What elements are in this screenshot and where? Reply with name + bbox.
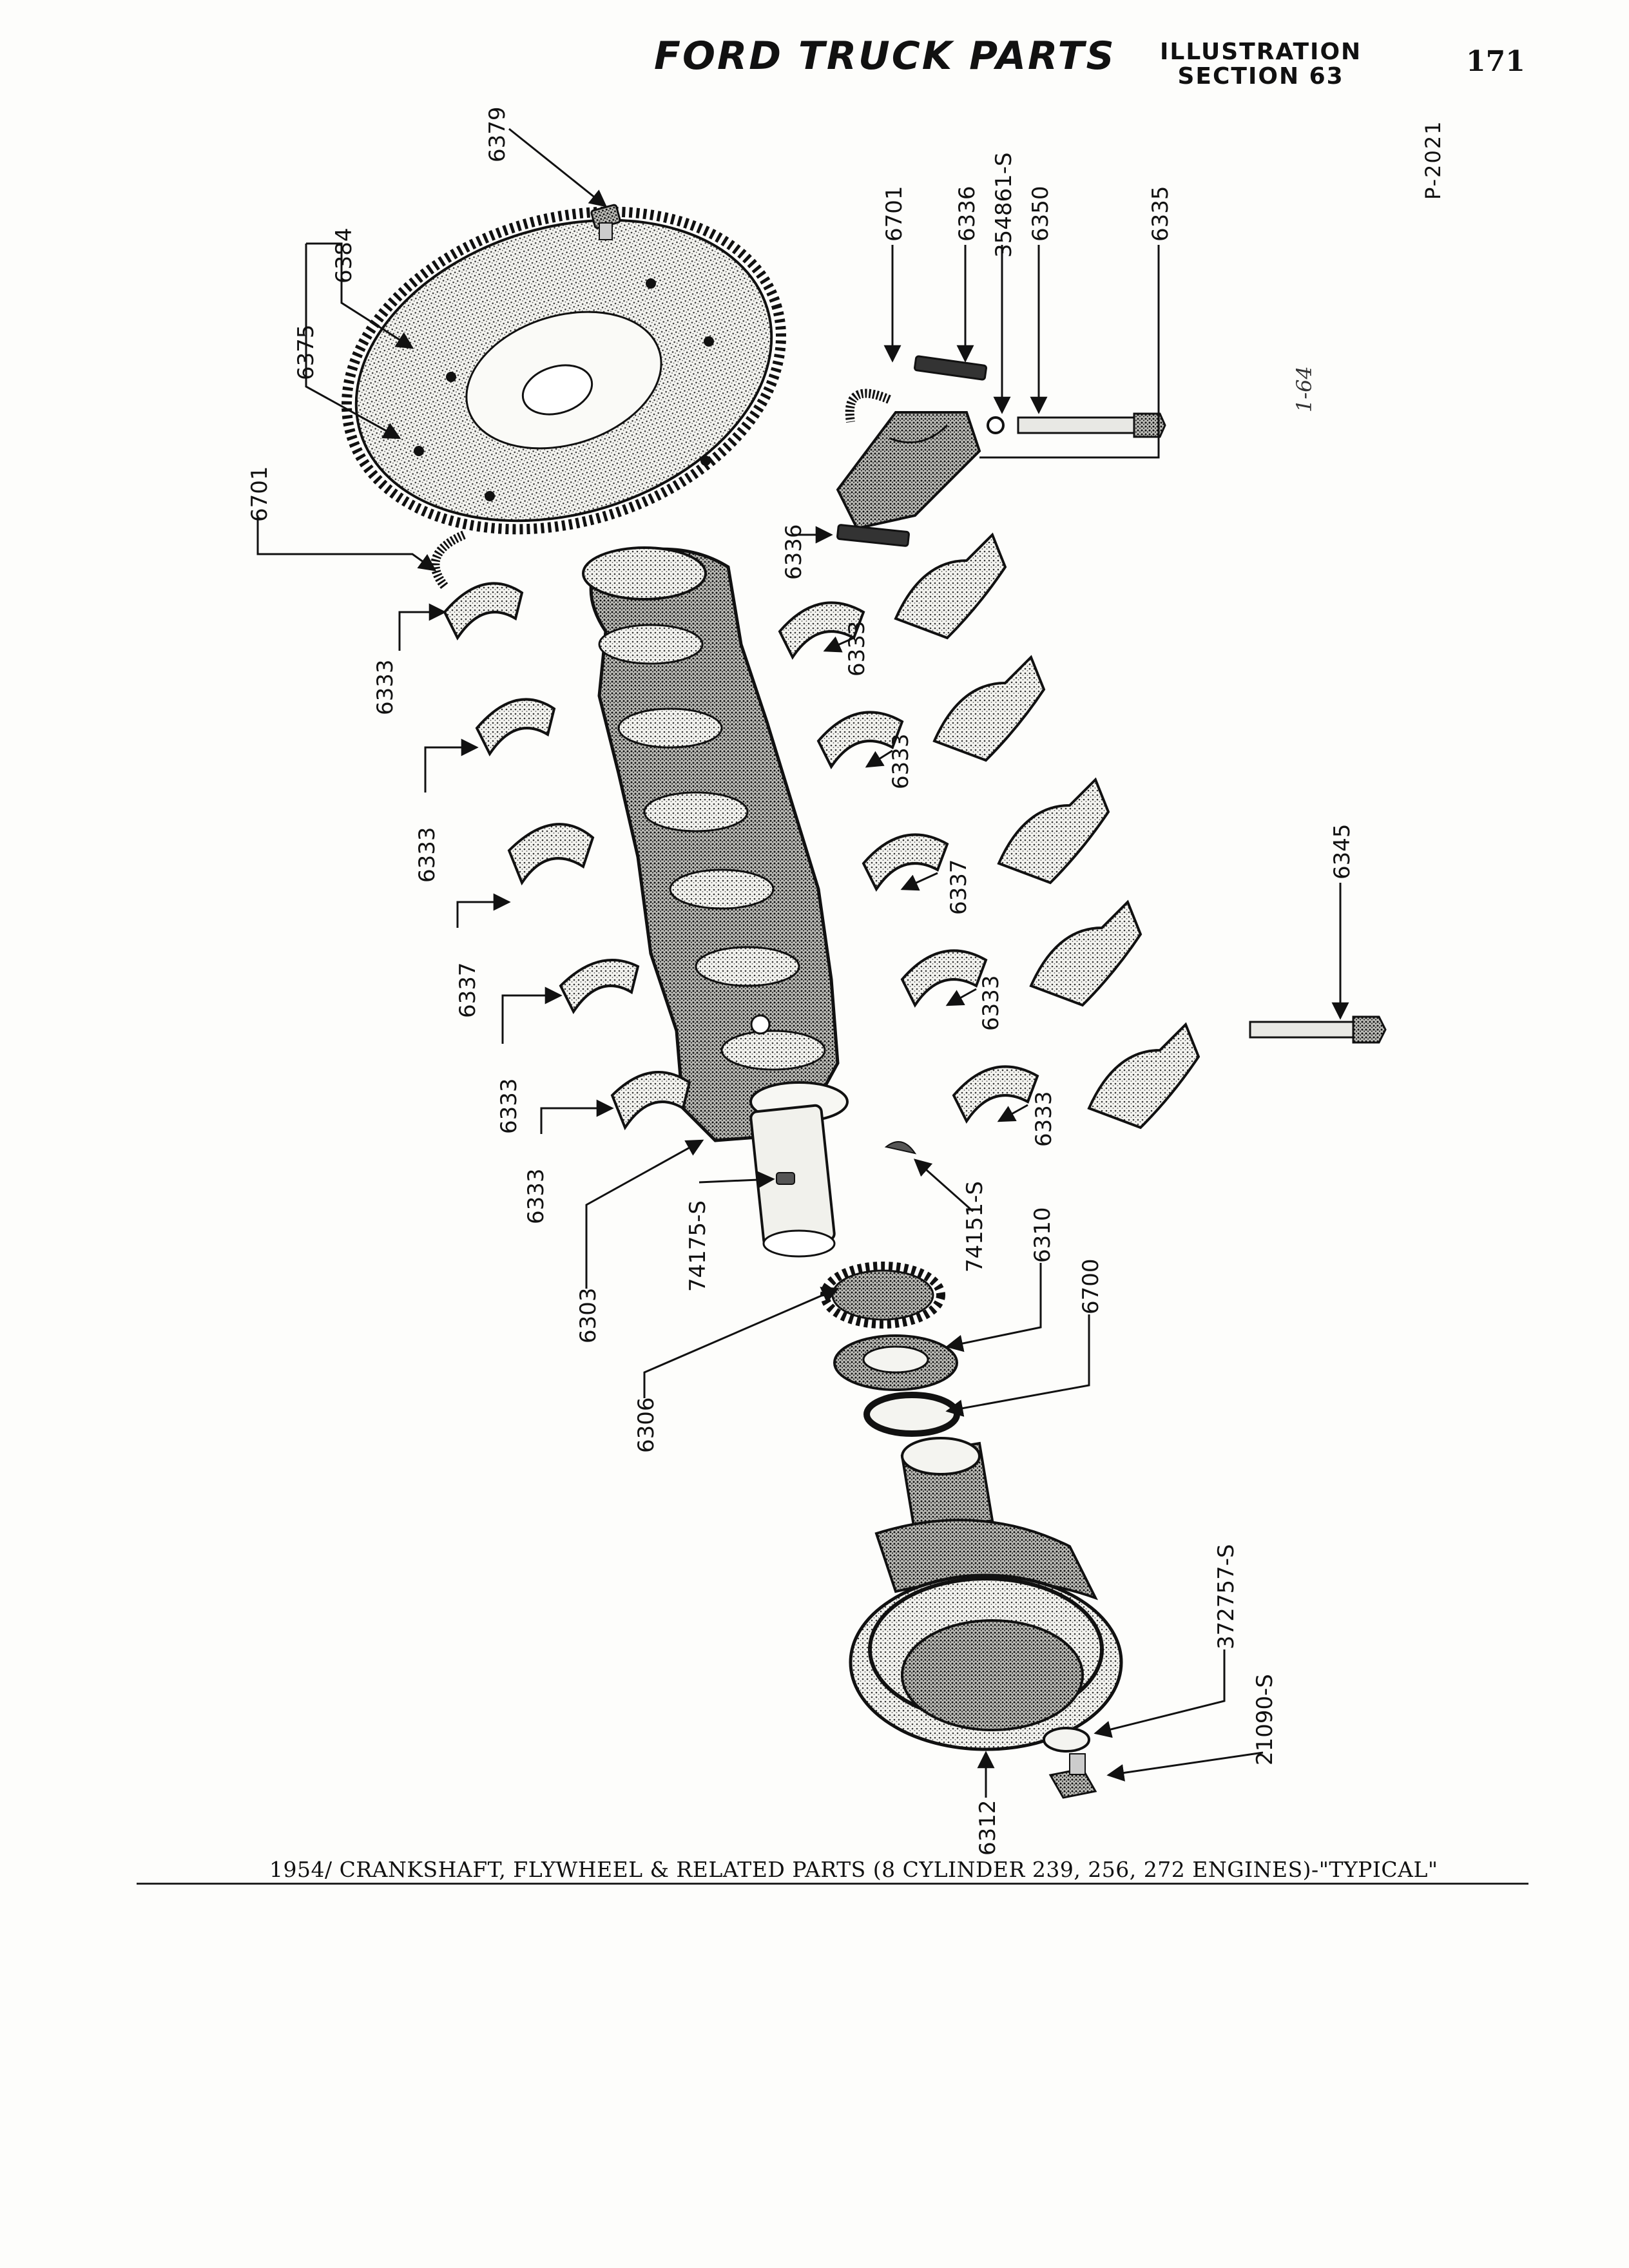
woodruff-key-icon: [776, 1172, 795, 1185]
bearing-shell-left-group-icon: [443, 582, 691, 1131]
callout-6701-upper: 6701: [882, 186, 907, 242]
callout-6345: 6345: [1329, 823, 1355, 879]
callout-6335: 6335: [1148, 186, 1173, 242]
callout-6384: 6384: [331, 227, 357, 284]
flywheel-icon: [341, 206, 787, 535]
callout-6336-upper: 6336: [954, 186, 980, 242]
crankshaft-icon: [582, 546, 849, 1258]
callout-6333-left-1: 6333: [372, 659, 398, 715]
callout-74151-s: 74151-S: [962, 1180, 988, 1273]
callout-6337-left: 6337: [455, 962, 481, 1018]
illustration-label: ILLUSTRATION: [1160, 39, 1362, 65]
callout-6337-right: 6337: [946, 859, 972, 915]
callout-6333-left-3: 6333: [496, 1078, 522, 1134]
flywheel-bolt-icon: [590, 204, 621, 240]
page-number: 171: [1466, 45, 1525, 78]
callout-372757-s: 372757-S: [1213, 1544, 1239, 1649]
rear-oil-seal-upper-icon: [845, 389, 891, 423]
callout-6333-right-1: 6333: [844, 620, 870, 677]
timing-gear-icon: [820, 1262, 945, 1329]
crankshaft-damper-icon: [849, 1437, 1123, 1751]
callout-6700: 6700: [1078, 1258, 1104, 1314]
callout-6350: 6350: [1028, 186, 1054, 242]
callout-6333-right-3: 6333: [978, 975, 1004, 1031]
damper-washer-icon: [1043, 1727, 1090, 1753]
callout-6303: 6303: [575, 1287, 601, 1343]
callout-6333-right-4: 6333: [1031, 1091, 1057, 1147]
leader-lines: [256, 128, 1349, 1798]
figure-caption: 1954/ CRANKSHAFT, FLYWHEEL & RELATED PAR…: [269, 1857, 1438, 1882]
callout-6375: 6375: [293, 324, 319, 380]
illustration-section-label: ILLUSTRATION SECTION 63: [1160, 40, 1362, 89]
catalog-title: FORD TRUCK PARTS: [654, 34, 1116, 79]
callout-6333-left-4: 6333: [523, 1168, 549, 1224]
callout-6306: 6306: [633, 1397, 659, 1453]
callout-354861-s: 354861-S: [991, 152, 1017, 258]
callout-6701-rear-seal: 6701: [247, 466, 273, 522]
callout-6336-lower: 6336: [781, 524, 807, 580]
callout-6333-right-2: 6333: [888, 733, 914, 789]
callout-6310: 6310: [1030, 1207, 1055, 1263]
callout-74175-s: 74175-S: [685, 1200, 711, 1292]
rear-main-bearing-cap-icon: [836, 355, 1166, 547]
callout-6333-left-2: 6333: [414, 827, 440, 883]
section-label: SECTION 63: [1177, 63, 1344, 90]
bearing-shell-right-group-icon: [778, 601, 1039, 1124]
callout-6312: 6312: [975, 1800, 1001, 1856]
main-bearing-caps-icon: [894, 532, 1200, 1129]
callout-21090-s: 21090-S: [1252, 1673, 1278, 1765]
key-semi-circle-icon: [884, 1141, 917, 1155]
rear-oil-seal-lower-icon: [430, 530, 466, 590]
callout-6379: 6379: [485, 106, 510, 162]
oil-slinger-icon: [833, 1334, 958, 1391]
front-oil-seal-icon: [863, 1392, 960, 1437]
damper-bolt-icon: [1048, 1753, 1097, 1799]
main-bearing-cap-bolt-icon: [1249, 1015, 1387, 1044]
caption-rule: [137, 1883, 1528, 1885]
